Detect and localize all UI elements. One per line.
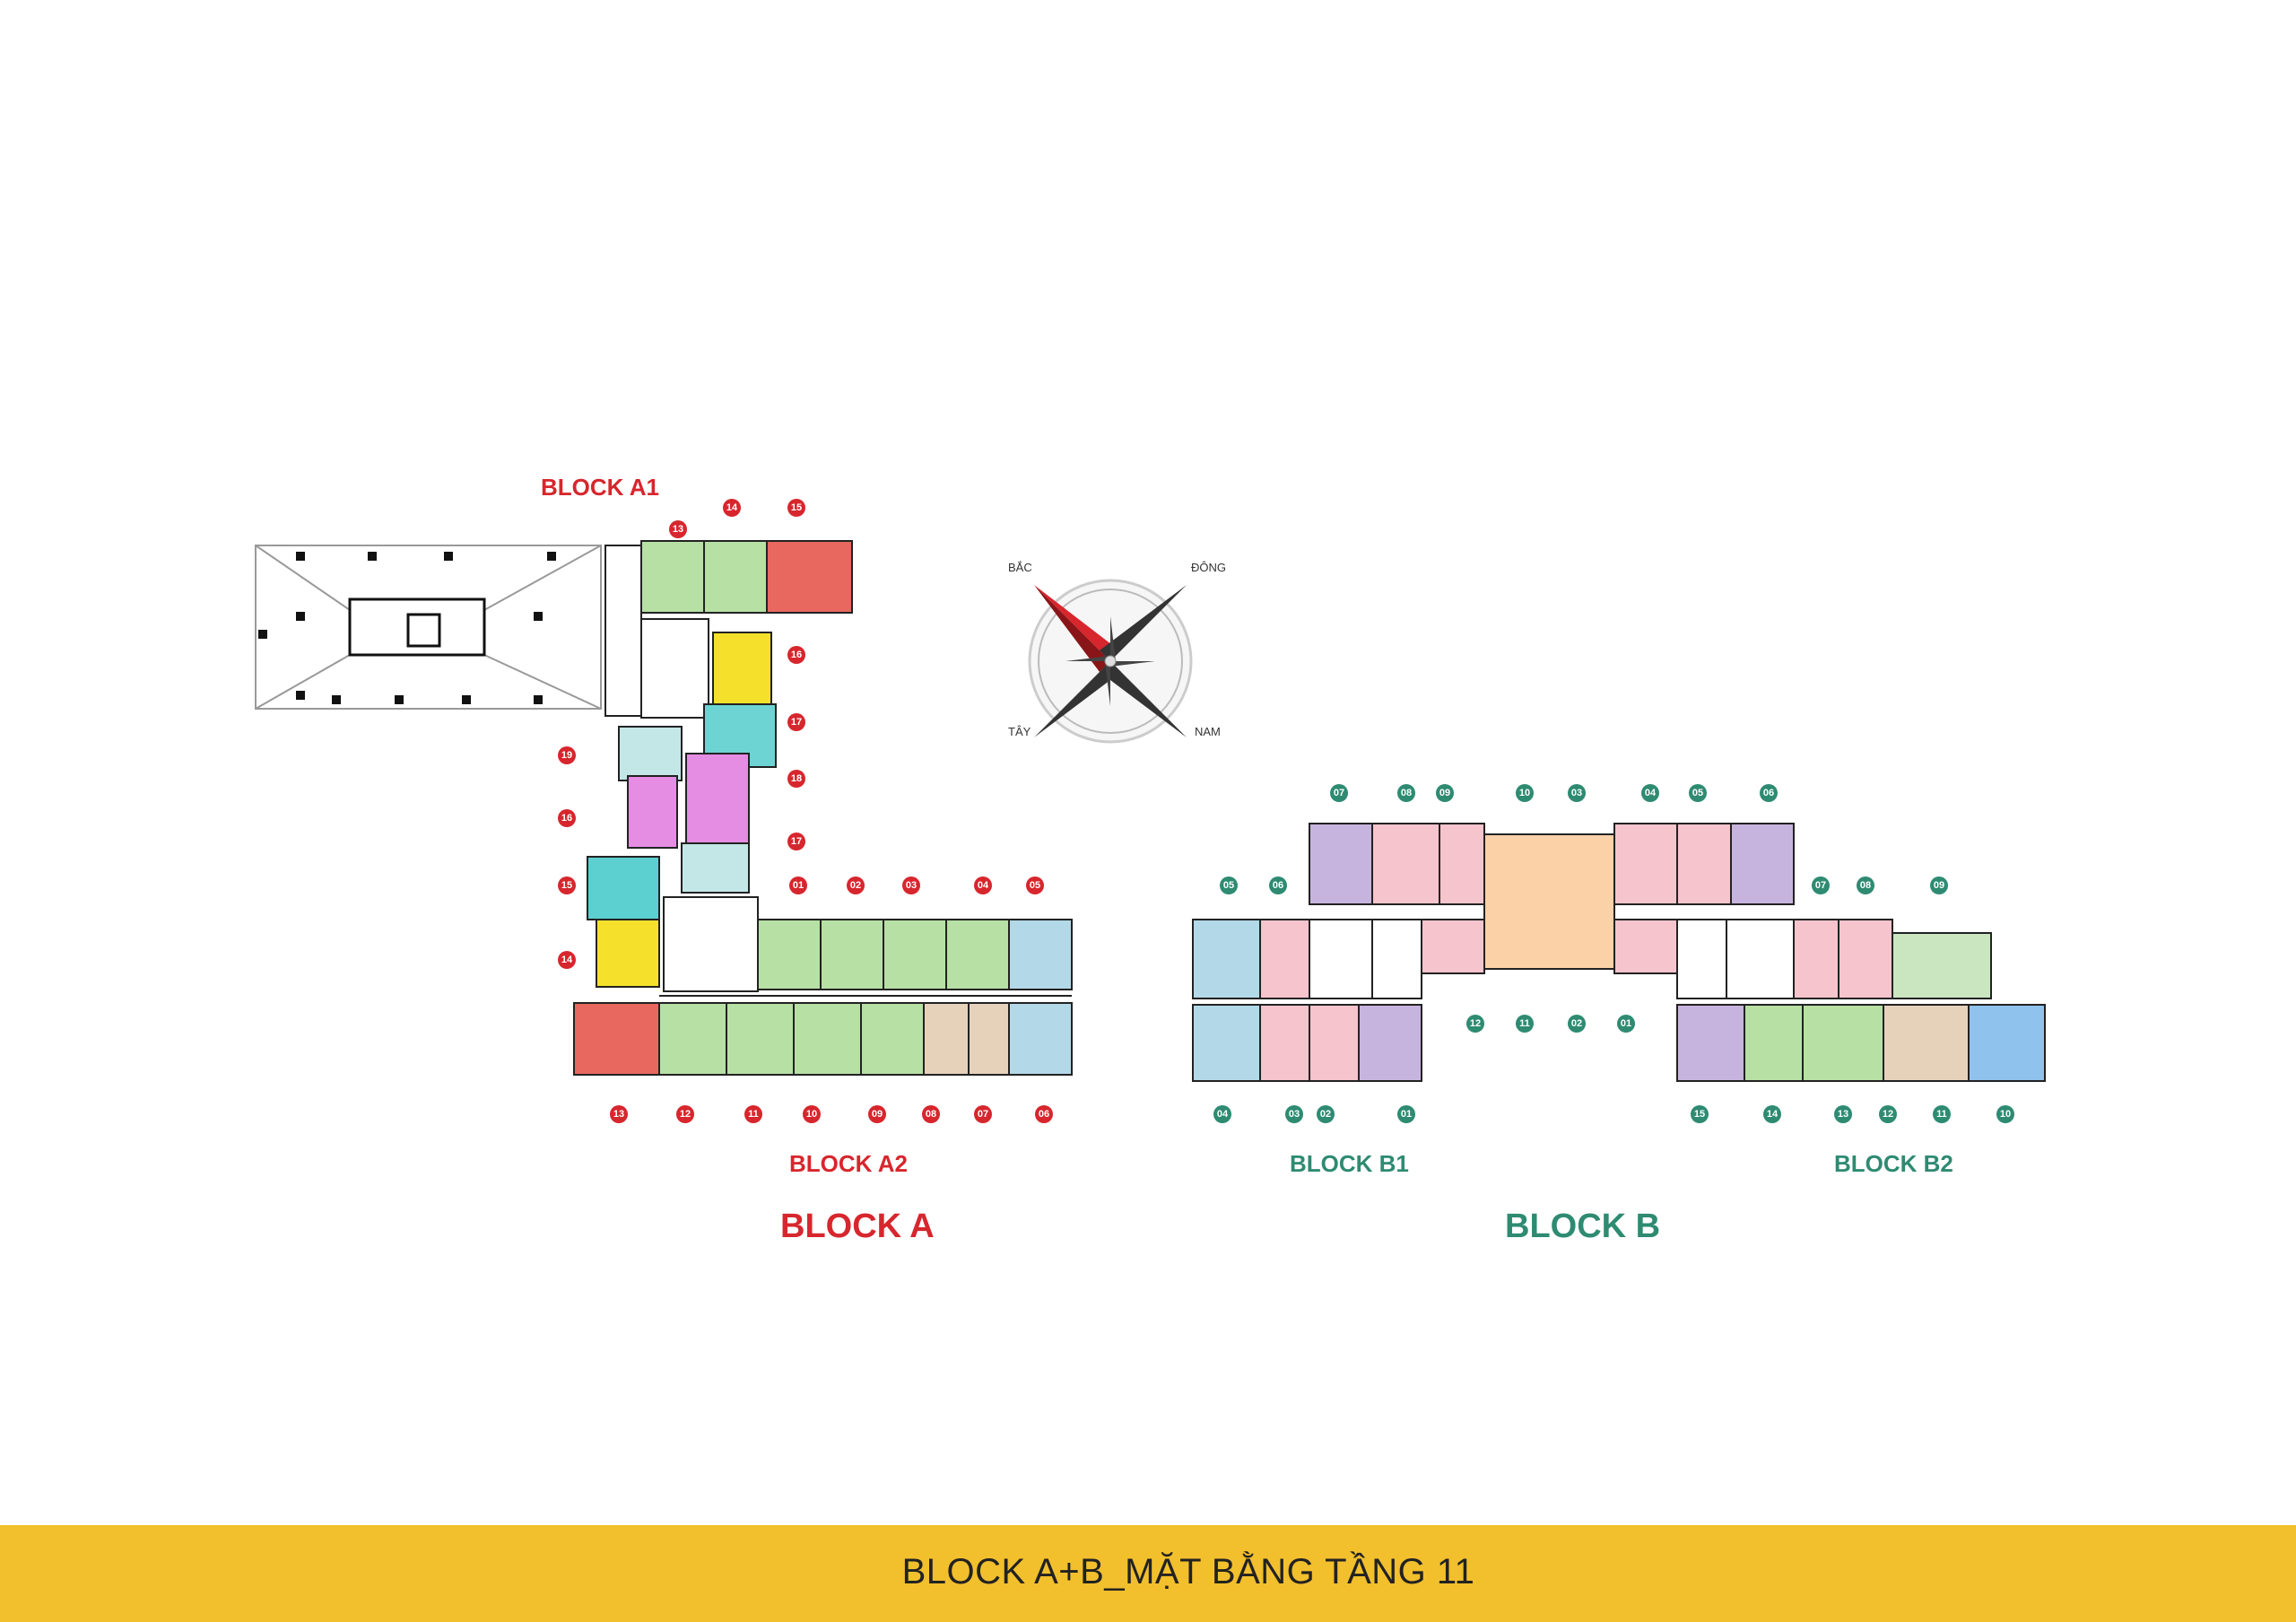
block-b-title: BLOCK B	[1505, 1208, 1661, 1245]
unit-number: 13	[669, 520, 687, 538]
unit-number: 15	[1691, 1105, 1709, 1123]
unit-number: 07	[1812, 876, 1830, 894]
unit-number: 16	[787, 646, 805, 664]
unit-number: 15	[558, 876, 576, 894]
unit-number: 12	[1879, 1105, 1897, 1123]
unit-number: 11	[744, 1105, 762, 1123]
unit-number: 07	[974, 1105, 992, 1123]
unit-number: 17	[787, 833, 805, 850]
unit-number: 01	[1397, 1105, 1415, 1123]
compass-east-label: ĐÔNG	[1191, 561, 1226, 574]
block-b1-label: BLOCK B1	[1290, 1150, 1409, 1177]
block-a1-label: BLOCK A1	[541, 474, 659, 501]
unit-number: 12	[676, 1105, 694, 1123]
compass-south-label: NAM	[1195, 725, 1221, 738]
unit-number: 13	[610, 1105, 628, 1123]
unit-number: 04	[1213, 1105, 1231, 1123]
unit-number: 11	[1516, 1015, 1534, 1033]
unit-number: 04	[974, 876, 992, 894]
unit-number: 03	[1568, 784, 1586, 802]
unit-number: 05	[1220, 876, 1238, 894]
unit-number: 12	[1466, 1015, 1484, 1033]
block-a2-units	[573, 919, 1073, 1076]
unit-number: 01	[789, 876, 807, 894]
unit-number: 09	[868, 1105, 886, 1123]
podium-core	[348, 597, 486, 657]
unit-number: 11	[1933, 1105, 1951, 1123]
unit-number: 08	[1397, 784, 1415, 802]
unit-number: 05	[1689, 784, 1707, 802]
unit-number: 08	[922, 1105, 940, 1123]
unit-number: 02	[1568, 1015, 1586, 1033]
unit-number: 10	[1996, 1105, 2014, 1123]
unit-number: 03	[902, 876, 920, 894]
unit-number: 09	[1436, 784, 1454, 802]
unit-number: 14	[723, 499, 741, 517]
podium-core-inner	[406, 613, 441, 648]
unit-number: 01	[1617, 1015, 1635, 1033]
unit-number: 04	[1641, 784, 1659, 802]
unit-number: 15	[787, 499, 805, 517]
unit-number: 14	[1763, 1105, 1781, 1123]
unit-number: 16	[558, 809, 576, 827]
unit-number: 18	[787, 770, 805, 788]
compass-rose	[1028, 579, 1193, 744]
compass-west-label: TÂY	[1008, 725, 1031, 738]
unit-number: 13	[1834, 1105, 1852, 1123]
unit-number: 02	[1317, 1105, 1335, 1123]
unit-number: 19	[558, 746, 576, 764]
unit-number: 03	[1285, 1105, 1303, 1123]
block-a-title: BLOCK A	[780, 1208, 935, 1245]
unit-number: 08	[1857, 876, 1874, 894]
unit-number: 09	[1930, 876, 1948, 894]
footer-bar	[0, 1525, 2296, 1622]
block-a2-label: BLOCK A2	[789, 1150, 908, 1177]
unit-number: 06	[1760, 784, 1778, 802]
block-b-units	[1192, 823, 2046, 1082]
podium-columns	[258, 552, 556, 704]
page-title: BLOCK A+B_MẶT BẰNG TẦNG 11	[901, 1552, 1475, 1591]
unit-number: 06	[1035, 1105, 1053, 1123]
compass-north-label: BẮC	[1008, 561, 1032, 574]
block-b2-label: BLOCK B2	[1834, 1150, 1953, 1177]
unit-number: 05	[1026, 876, 1044, 894]
unit-number: 14	[558, 951, 576, 969]
block-a1-units	[587, 540, 853, 992]
unit-number: 06	[1269, 876, 1287, 894]
unit-number: 10	[1516, 784, 1534, 802]
unit-number: 17	[787, 713, 805, 731]
podium-outline	[255, 545, 602, 710]
unit-number: 10	[803, 1105, 821, 1123]
unit-number: 07	[1330, 784, 1348, 802]
unit-number: 02	[847, 876, 865, 894]
